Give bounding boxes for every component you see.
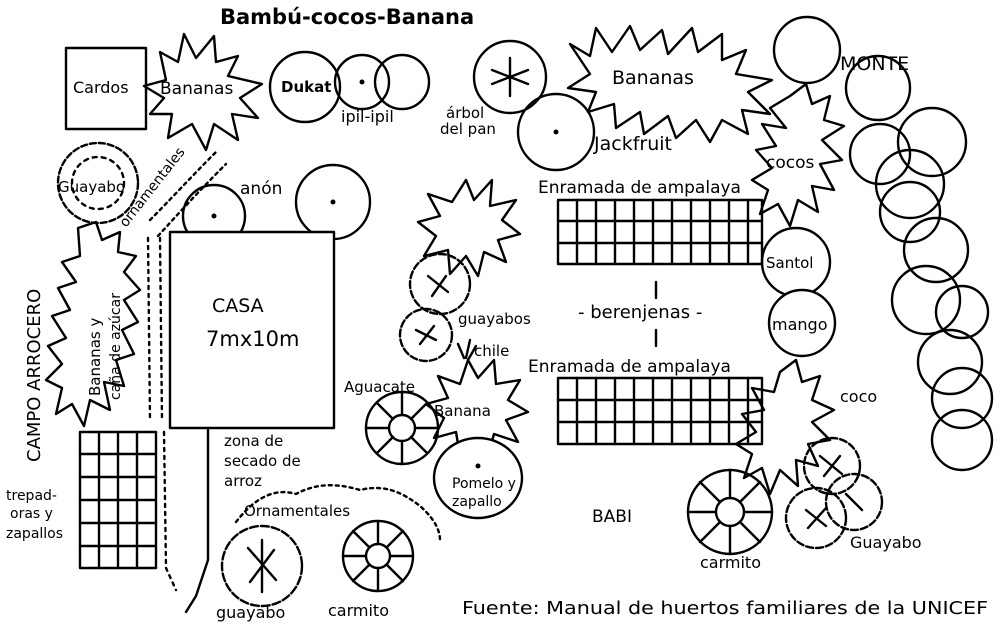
label-aguacate: Aguacate: [344, 378, 415, 396]
label-mango: mango: [772, 315, 827, 334]
guayabo-right-leaf-marks: [804, 454, 864, 530]
label-berenjenas: - berenjenas -: [578, 302, 702, 323]
monte-tree-6: [878, 180, 942, 244]
enramada-bottom-grid: [556, 376, 764, 446]
label-arroz: arroz: [224, 472, 262, 490]
cocos-palm-column: [750, 82, 846, 228]
label-babi: BABI: [592, 507, 632, 527]
central-banana-plant: [416, 178, 522, 278]
jackfruit-tree: [516, 92, 596, 172]
label-pomelo: Pomelo y: [452, 476, 516, 492]
label-dukat: Dukat: [281, 78, 331, 96]
monte-tree-2: [844, 54, 912, 122]
label-coco: coco: [840, 387, 877, 406]
ipil-tree-1-trunk: [359, 79, 365, 85]
label-zapallos: zapallos: [6, 526, 63, 542]
monte-tree-5: [848, 122, 912, 186]
anon-tree-2-trunk: [330, 199, 336, 205]
label-chile: chile: [474, 342, 509, 360]
label-banana-mid: Banana: [434, 402, 491, 420]
label-zona: zona de: [224, 432, 283, 450]
chile-plant: [456, 338, 478, 362]
label-guayabos: guayabos: [458, 310, 531, 328]
label-oras-y: oras y: [10, 506, 53, 522]
label-campo: CAMPO ARROCERO: [24, 289, 45, 462]
label-anon: anón: [240, 179, 282, 199]
guayabo-right-tree-1: [802, 436, 862, 496]
label-enramada-top: Enramada de ampalaya: [538, 178, 741, 198]
label-carmito-right: carmito: [700, 553, 761, 572]
carmito-bottom-tree: [341, 519, 415, 593]
guayabo-right-tree-3: [784, 486, 848, 550]
label-enramada-bottom: Enramada de ampalaya: [528, 357, 731, 377]
pomelo-trunk: [475, 463, 481, 469]
guayabo-left-tree: [56, 141, 140, 225]
label-bananas-cana: Bananas y: [86, 318, 104, 396]
guayabo-left-inner: [70, 155, 126, 211]
label-del-pan: del pan: [440, 120, 496, 138]
monte-tree-3: [896, 106, 968, 178]
label-guayabo-bottom: guayabo: [216, 603, 285, 622]
ipil-tree-1: [333, 53, 391, 111]
anon-tree-1-trunk: [211, 213, 217, 219]
secado-boundary: [184, 428, 210, 614]
breadfruit-star-icon: [490, 56, 530, 98]
jackfruit-trunk: [553, 129, 559, 135]
label-top-title: Bambú-cocos-Banana: [220, 5, 474, 29]
trepadoras-hedge: [162, 430, 178, 592]
mango-tree: [767, 288, 837, 358]
label-monte: MONTE: [840, 53, 909, 75]
bananas-cana-plant: [44, 220, 142, 428]
label-zapallo: zapallo: [452, 494, 502, 510]
label-carmito-bottom: carmito: [328, 601, 389, 620]
coco-palm-lower: [734, 358, 836, 496]
breadfruit-tree: [472, 39, 548, 115]
label-source: Fuente: Manual de huertos familiares de …: [462, 598, 988, 619]
label-bananas-top: Bananas: [612, 67, 694, 89]
monte-tree-9: [934, 284, 990, 340]
label-guayabo-left: Guayabo: [58, 178, 125, 196]
label-secado: secado de: [224, 452, 301, 470]
guayabos-leaf-marks: [414, 274, 450, 346]
guayabo-bottom-leaf-marks: [246, 538, 278, 594]
label-trepadoras: trepad-: [6, 488, 57, 504]
label-santol: Santol: [766, 254, 813, 272]
label-casa: CASA: [212, 295, 264, 317]
monte-tree-12: [930, 408, 994, 472]
ornamentales-diagonal-hedge: [148, 148, 228, 238]
label-ipil: ipil-ipil: [341, 107, 394, 126]
carmito-right-tree: [686, 468, 774, 556]
monte-tree-8: [890, 264, 962, 336]
label-cana-azucar: caña de azúcar: [108, 293, 124, 400]
guayabos-tree-2: [398, 307, 454, 363]
bananas-left-plant: [142, 32, 264, 152]
left-hedge: [146, 236, 164, 422]
guayabo-right-tree-2: [824, 472, 884, 532]
dukat-tree: [268, 50, 342, 124]
label-ornamentales-bottom: Ornamentales: [244, 502, 350, 520]
guayabo-bottom-tree: [220, 524, 304, 608]
label-guayabo-right: Guayabo: [850, 533, 922, 552]
trepadoras-grid: [78, 430, 158, 570]
monte-tree-11: [930, 366, 994, 430]
label-bananas-left: Bananas: [160, 79, 233, 99]
monte-tree-1: [772, 15, 842, 85]
monte-tree-10: [916, 328, 984, 396]
label-jackfruit: Jackfruit: [593, 133, 672, 155]
label-casa-dim: 7mx10m: [206, 327, 299, 351]
bananas-top-plant: [566, 24, 774, 144]
ipil-tree-2: [373, 53, 431, 111]
pomelo-tree: [432, 436, 524, 520]
enramada-top-grid: [556, 198, 764, 266]
monte-tree-7: [902, 216, 970, 284]
ornamentales-bottom-hedge: [234, 484, 442, 542]
label-cardos: Cardos: [73, 78, 129, 97]
label-cocos: cocos: [766, 153, 814, 173]
casa-house: [168, 230, 336, 430]
label-arbol: árbol: [446, 104, 484, 122]
